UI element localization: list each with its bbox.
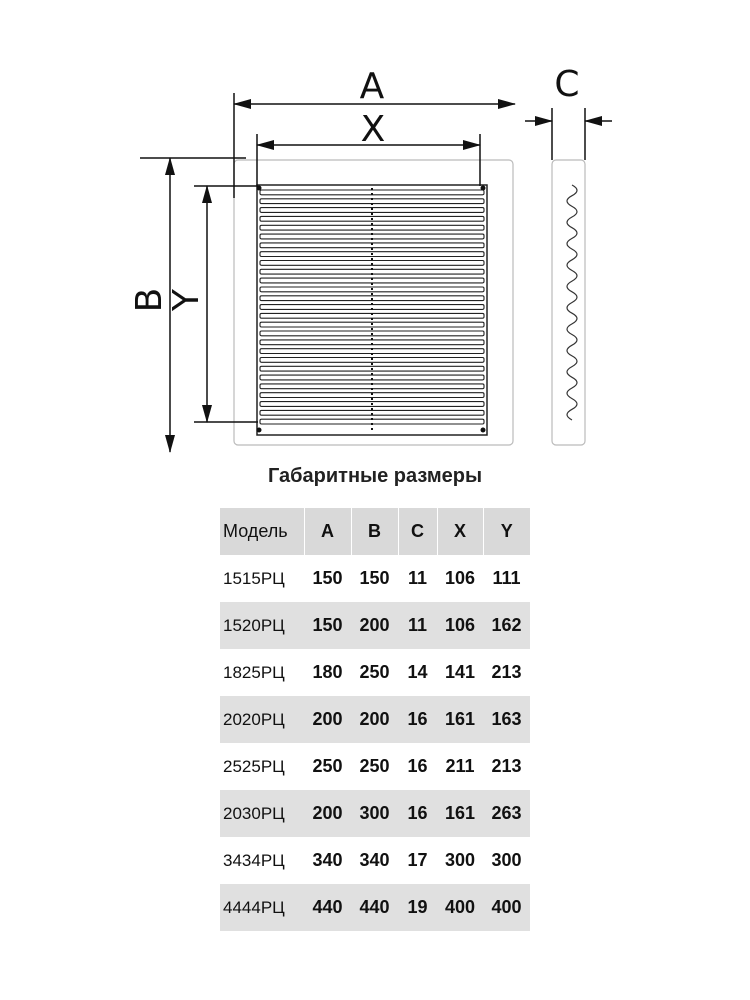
cell-a: 340 <box>312 850 343 870</box>
cell-a: 250 <box>312 756 343 776</box>
cell-a: 150 <box>312 568 343 588</box>
cell-b: 340 <box>359 850 390 870</box>
grille-slat <box>259 365 485 372</box>
corner-mark <box>256 427 262 433</box>
grille-slat <box>259 356 485 363</box>
grille-slat <box>259 207 485 213</box>
grille-slat <box>259 401 485 407</box>
grille-slat <box>259 224 485 231</box>
cell-model: 2020РЦ <box>220 696 304 743</box>
table-header-row: Модель A B C X Y <box>220 508 530 555</box>
header-a: A <box>303 508 351 555</box>
cell-b: 250 <box>359 662 390 682</box>
grille-slat <box>259 251 485 258</box>
cell-y: 213 <box>491 756 522 776</box>
cell-c: 16 <box>398 790 437 837</box>
cell-b: 440 <box>351 884 398 931</box>
grille-slat <box>259 242 485 249</box>
table-row: 3434РЦ 340 340 17 300 300 <box>220 837 530 884</box>
grille-slat <box>259 409 485 416</box>
grille-slat <box>259 295 485 302</box>
grille-outer-frame <box>233 159 514 446</box>
cell-a: 180 <box>312 662 343 682</box>
grille-inner-frame <box>256 184 488 436</box>
cell-model: 3434РЦ <box>223 850 285 870</box>
table-row: 1515РЦ 150 150 11 106 111 <box>220 555 530 602</box>
dimension-c-label: C <box>554 64 579 105</box>
header-c: C <box>397 508 437 555</box>
grille-slat <box>259 286 485 293</box>
dimension-x-label: X <box>361 109 386 150</box>
cell-model: 4444РЦ <box>220 884 304 931</box>
cell-y: 300 <box>491 850 522 870</box>
header-b: B <box>350 508 398 555</box>
cell-c: 11 <box>407 568 428 588</box>
table-row: 4444РЦ 440 440 19 400 400 <box>220 884 530 931</box>
dimension-b-label: B <box>129 288 170 313</box>
table-row: 1825РЦ 180 250 14 141 213 <box>220 649 530 696</box>
cell-model: 1520РЦ <box>220 602 304 649</box>
dimension-lines <box>140 93 612 453</box>
table-row: 2030РЦ 200 300 16 161 263 <box>220 790 530 837</box>
cell-model: 2525РЦ <box>223 756 285 776</box>
grille-slat <box>259 330 485 337</box>
corner-mark <box>480 427 486 433</box>
cell-c: 11 <box>398 602 437 649</box>
cell-x: 106 <box>437 602 483 649</box>
cell-x: 161 <box>437 696 483 743</box>
cell-b: 250 <box>359 756 390 776</box>
header-y: Y <box>482 508 530 555</box>
table-row: 2525РЦ 250 250 16 211 213 <box>220 743 530 790</box>
cell-a: 440 <box>304 884 351 931</box>
cell-y: 162 <box>483 602 530 649</box>
side-view-louvers <box>566 184 578 421</box>
cell-y: 213 <box>491 662 522 682</box>
cell-x: 300 <box>444 850 476 870</box>
header-x: X <box>436 508 483 555</box>
cell-y: 263 <box>483 790 530 837</box>
cell-model: 1825РЦ <box>223 662 285 682</box>
grille-slat <box>259 321 485 328</box>
grille-slats <box>256 185 486 433</box>
cell-model: 2030РЦ <box>220 790 304 837</box>
cell-y: 111 <box>492 568 521 588</box>
cell-model: 1515РЦ <box>223 568 285 588</box>
cell-y: 400 <box>483 884 530 931</box>
grille-front-view <box>233 159 514 446</box>
cell-x: 106 <box>444 568 476 588</box>
table-title: Габаритные размеры <box>267 465 483 487</box>
dimensions-table: Модель A B C X Y 1515РЦ 150 150 11 106 1… <box>220 508 530 931</box>
cell-c: 16 <box>407 756 428 776</box>
cell-a: 200 <box>304 790 351 837</box>
dimension-a-label: A <box>360 66 385 107</box>
cell-c: 16 <box>398 696 437 743</box>
cell-b: 150 <box>359 568 390 588</box>
cell-b: 200 <box>351 602 398 649</box>
cell-b: 300 <box>351 790 398 837</box>
grille-slat <box>259 259 485 266</box>
cell-c: 19 <box>398 884 437 931</box>
cell-a: 200 <box>304 696 351 743</box>
grille-dimension-drawing: A X C B Y <box>129 64 612 453</box>
table-row: 1520РЦ 150 200 11 106 162 <box>220 602 530 649</box>
grille-side-view <box>551 159 586 446</box>
cell-y: 163 <box>483 696 530 743</box>
cell-x: 400 <box>437 884 483 931</box>
cell-x: 141 <box>444 662 476 682</box>
cell-a: 150 <box>304 602 351 649</box>
cell-c: 17 <box>407 850 428 870</box>
header-model: Модель <box>220 508 304 555</box>
cell-b: 200 <box>351 696 398 743</box>
cell-x: 161 <box>437 790 483 837</box>
dimension-y-label: Y <box>166 288 207 312</box>
grille-slat <box>259 392 485 399</box>
cell-x: 211 <box>445 756 475 776</box>
cell-c: 14 <box>407 662 428 682</box>
side-view-body <box>551 159 586 446</box>
table-row: 2020РЦ 200 200 16 161 163 <box>220 696 530 743</box>
grille-slat <box>259 215 485 222</box>
corner-mark <box>480 185 486 191</box>
